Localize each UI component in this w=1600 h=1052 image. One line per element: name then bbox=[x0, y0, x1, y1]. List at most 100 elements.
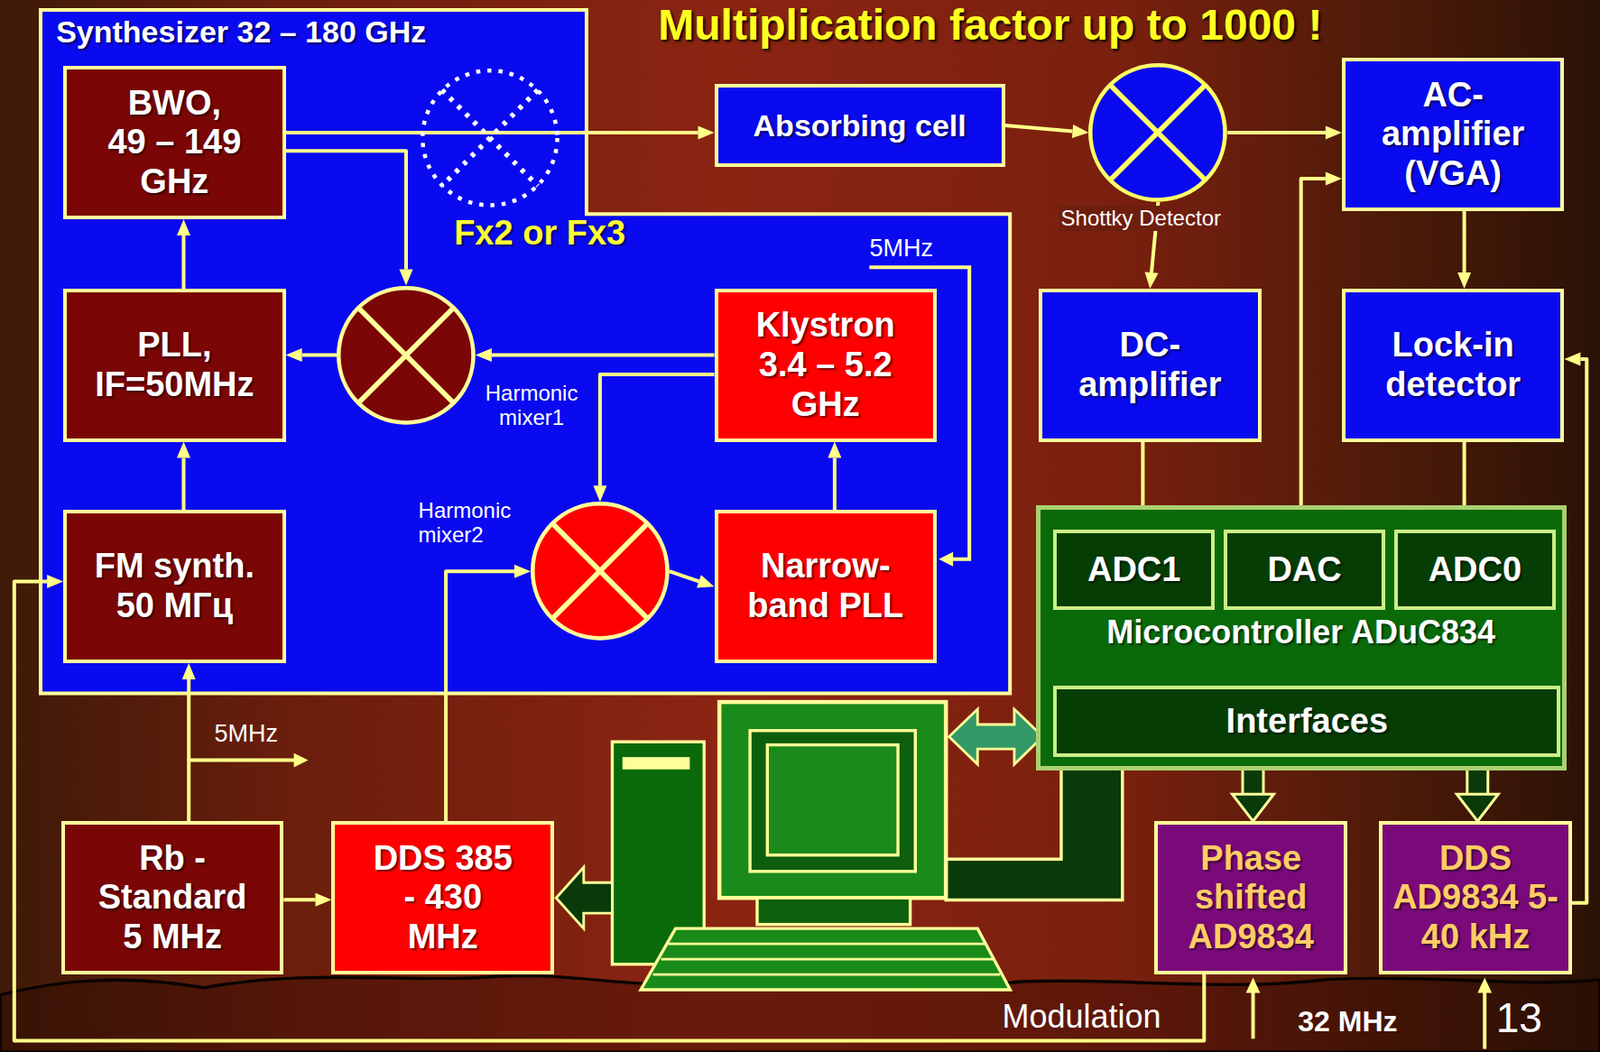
node-text: DDS AD9834 5-40 kHz bbox=[1389, 839, 1562, 958]
arrow-head bbox=[1563, 352, 1581, 367]
arrow-head bbox=[399, 269, 414, 287]
controller-box: Microcontroller ADuC834ADC1DACADC0Interf… bbox=[1035, 505, 1567, 771]
arrow-head bbox=[827, 442, 842, 459]
circle-outline bbox=[1088, 63, 1228, 203]
signal-line bbox=[445, 571, 515, 822]
signal-arrow bbox=[1227, 126, 1342, 140]
clock-wire bbox=[1482, 991, 1487, 1049]
arrow-head bbox=[696, 574, 715, 588]
signal-arrow bbox=[1563, 352, 1587, 904]
cross-mark bbox=[1109, 84, 1206, 181]
cross-mark bbox=[442, 89, 538, 185]
cross-mark bbox=[1109, 84, 1206, 181]
dds-box: DDS 385 - 430 MHz bbox=[331, 821, 555, 975]
signal-arrow bbox=[1005, 124, 1090, 139]
node-text: DDS 385 - 430 MHz bbox=[366, 839, 520, 958]
data-link-arrow bbox=[949, 709, 1044, 765]
arrow-head bbox=[1325, 126, 1342, 140]
node-text: Fx2 or Fx3 bbox=[453, 213, 626, 254]
clock-label: 32 MHz bbox=[1297, 1005, 1397, 1039]
arrow-head bbox=[475, 348, 492, 362]
signal-arrow bbox=[176, 219, 191, 289]
signal-arrow bbox=[1457, 211, 1471, 289]
converter-box: ADC1 bbox=[1053, 529, 1215, 610]
bus-link bbox=[945, 760, 1123, 901]
cross-mark bbox=[442, 89, 538, 185]
detector-circle: Shottky Detector bbox=[1088, 63, 1228, 203]
dds-box: Phase shifted AD9834 bbox=[1154, 821, 1348, 975]
pll-box: PLL, IF=50MHz bbox=[63, 288, 287, 443]
arrow-head bbox=[46, 574, 64, 589]
signal-label: 5MHz bbox=[213, 720, 278, 749]
reference-box: Rb - Standard 5 MHz bbox=[61, 821, 285, 975]
circle-outline bbox=[530, 501, 670, 641]
circle-outline bbox=[336, 286, 476, 426]
arrow-head bbox=[1477, 977, 1492, 993]
node-text: PLL, IF=50MHz bbox=[77, 325, 272, 405]
mixer-circle: Harmonic mixer2 bbox=[530, 501, 670, 641]
circle-shape bbox=[532, 504, 667, 639]
node-text: BWO, 49 – 149 GHz bbox=[105, 83, 243, 203]
signal-line bbox=[182, 458, 186, 511]
arrow-head bbox=[176, 442, 191, 459]
arrow-head bbox=[176, 219, 191, 236]
pc-monitor bbox=[719, 702, 946, 898]
signal-arrow bbox=[445, 564, 531, 823]
signal-arrow bbox=[286, 126, 715, 140]
oscillator-box: BWO, 49 – 149 GHz bbox=[63, 65, 287, 220]
edge-label: Modulation bbox=[1002, 998, 1162, 1036]
signal-arrow bbox=[592, 374, 714, 502]
keyboard-keys bbox=[653, 943, 1000, 975]
arrow-head bbox=[1457, 272, 1471, 289]
circle-shape bbox=[422, 70, 557, 205]
signal-line bbox=[1005, 125, 1073, 131]
signal-line bbox=[286, 150, 407, 269]
oscillator-box: Klystron 3.4 – 5.2 GHz bbox=[714, 288, 938, 443]
detector-box: Lock-in detector bbox=[1341, 288, 1565, 443]
signal-line bbox=[1462, 442, 1467, 515]
signal-line bbox=[1301, 178, 1326, 530]
signal-line bbox=[832, 458, 837, 511]
signal-line bbox=[286, 130, 699, 135]
arrow-head bbox=[315, 893, 333, 907]
signal-line bbox=[600, 374, 715, 486]
signal-line bbox=[283, 897, 315, 902]
signal-line bbox=[1227, 130, 1326, 135]
node-text: Absorbing cell bbox=[753, 108, 967, 144]
page-number: 13 bbox=[1496, 994, 1543, 1043]
dds-box: DDS AD9834 5-40 kHz bbox=[1378, 821, 1573, 975]
arrow-head bbox=[182, 663, 196, 680]
signal-line bbox=[302, 353, 338, 358]
node-text: Shottky Detector bbox=[1058, 205, 1224, 232]
node-text: Harmonic mixer2 bbox=[418, 498, 544, 548]
slide-title: Multiplication factor up to 1000 ! bbox=[657, 0, 1323, 50]
cross-mark bbox=[358, 306, 454, 403]
signal-line bbox=[182, 235, 186, 289]
multiplier-circle: Fx2 or Fx3 bbox=[420, 68, 560, 208]
arrow-head bbox=[514, 564, 531, 579]
signal-arrow bbox=[286, 348, 338, 362]
pc-drive bbox=[622, 757, 691, 770]
signal-line bbox=[1462, 211, 1467, 273]
node-text: ADC1 bbox=[1087, 550, 1181, 591]
signal-arrow bbox=[827, 442, 842, 511]
signal-arrow bbox=[1301, 171, 1342, 530]
arrow-head bbox=[1246, 977, 1261, 993]
arrow-head bbox=[1145, 271, 1159, 289]
pc-screen bbox=[767, 745, 898, 856]
converter-box: ADC0 bbox=[1394, 529, 1556, 610]
signal-arrow bbox=[176, 442, 191, 511]
region-shape bbox=[40, 9, 1010, 694]
node-text: DAC bbox=[1267, 550, 1342, 591]
node-text: Microcontroller ADuC834 bbox=[1040, 613, 1563, 651]
cell-box: Absorbing cell bbox=[714, 83, 1006, 168]
node-text: Phase shifted AD9834 bbox=[1165, 839, 1337, 958]
node-text: AC-amplifier (VGA) bbox=[1367, 75, 1539, 195]
arrow-head bbox=[286, 348, 303, 362]
node-text: Lock-in detector bbox=[1362, 325, 1544, 405]
signal-arrow bbox=[475, 348, 715, 362]
node-text: Narrow-band PLL bbox=[739, 546, 912, 626]
node-text: ADC0 bbox=[1428, 550, 1522, 591]
arrow-head bbox=[294, 753, 309, 768]
